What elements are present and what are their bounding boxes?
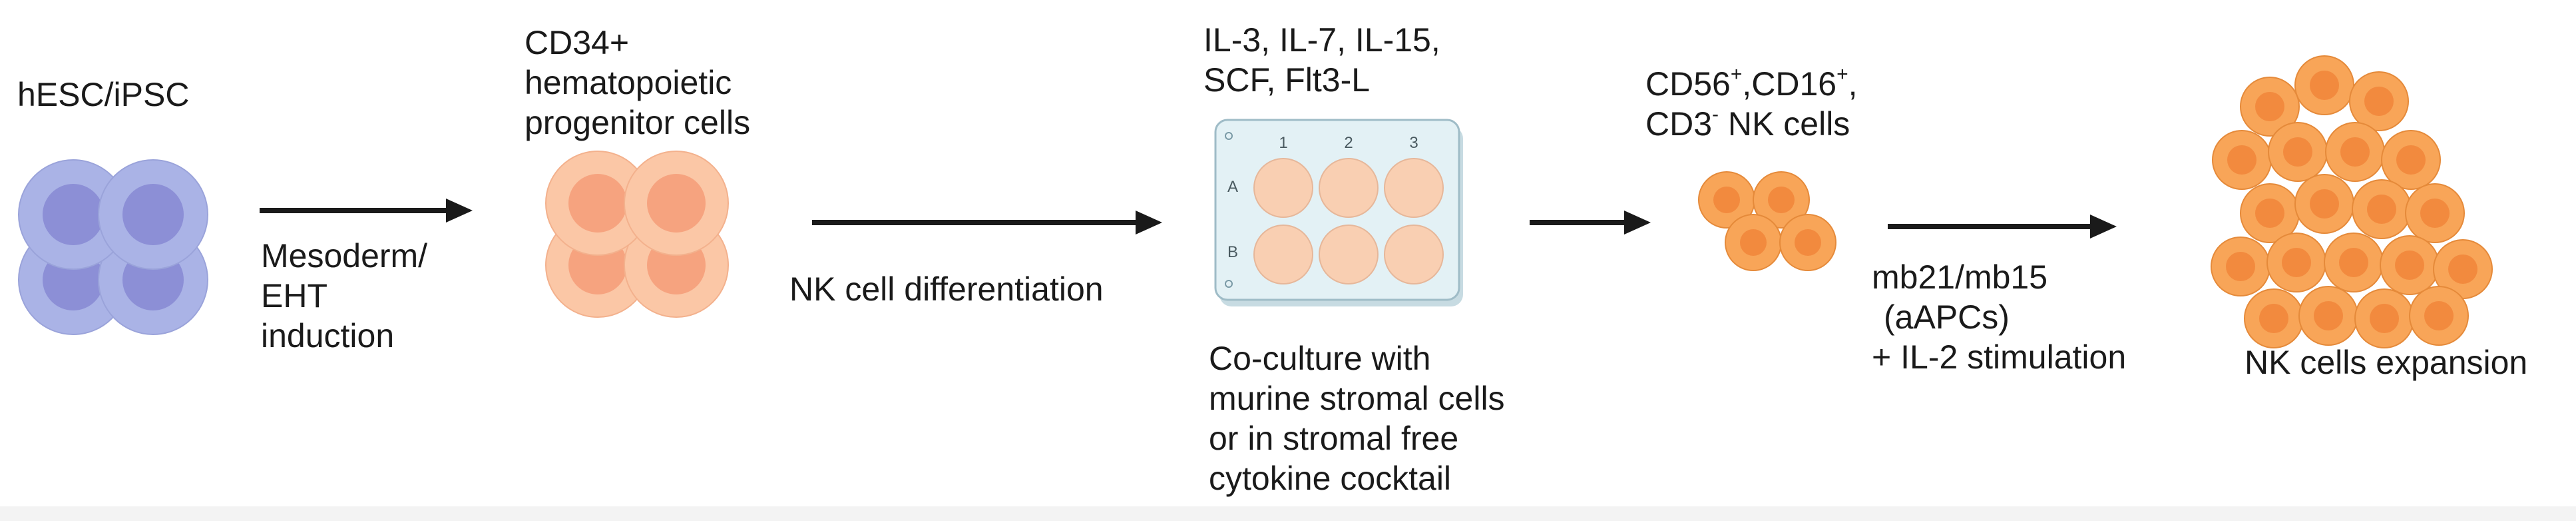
expansion-label: NK cells expansion (2245, 344, 2528, 381)
nk-cell-nucleus (2283, 137, 2312, 167)
plate-corner-hole (1225, 132, 1233, 140)
coculture-label-line: murine stromal cells (1209, 380, 1505, 417)
stem-cell-cluster (18, 159, 208, 335)
cd16-sup: + (1836, 63, 1848, 85)
stimulation-label-line: + IL-2 stimulation (1872, 338, 2127, 376)
nk-phenotype-line-1: CD56+,CD16+, (1645, 64, 1858, 104)
hpc-label-line: hematopoietic (525, 64, 732, 101)
nk-cell-nucleus (1740, 229, 1767, 256)
nk-cell-nucleus (2367, 195, 2396, 224)
cytokines-label-line: SCF, Flt3-L (1203, 61, 1371, 99)
plate-well (1319, 225, 1379, 284)
nk-cell-nucleus (2310, 189, 2339, 219)
nk-cell-nucleus (2396, 145, 2426, 175)
nk-cell-nucleus (1795, 229, 1821, 256)
nk-cell-nucleus (2314, 301, 2343, 330)
nk-cell-nucleus (1713, 187, 1740, 213)
plate-col-label: 1 (1279, 134, 1287, 152)
nk-cell-nucleus (2259, 304, 2288, 333)
cd3-sup: - (1712, 103, 1719, 125)
arrow-4 (1888, 215, 2117, 239)
mesoderm-label-line: EHT (261, 277, 327, 314)
nk-cell-nucleus (2255, 92, 2284, 121)
nk-cells-text: NK cells (1719, 105, 1850, 143)
nk-cell-nucleus (1768, 187, 1795, 213)
cd56-text: CD56 (1645, 65, 1731, 103)
comma-text: , (1848, 65, 1858, 103)
hpc-label-line: CD34+ (525, 24, 630, 61)
plate-well (1384, 225, 1444, 284)
plate-col-label: 2 (1344, 134, 1353, 152)
nk-cell-nucleus (2424, 301, 2454, 330)
plate-well (1253, 225, 1313, 284)
coculture-label-line: Co-culture with (1209, 340, 1431, 377)
nk-expansion-cluster (2211, 55, 2493, 348)
nk-cell-nucleus (2310, 71, 2339, 100)
cd56-sup: + (1730, 63, 1743, 85)
hpc-cluster (545, 151, 729, 318)
nk-cell-nucleus (2227, 145, 2256, 175)
stimulation-label-line: (aAPCs) (1884, 298, 2010, 336)
arrow-1 (260, 199, 473, 223)
hpc-cell-nucleus (568, 174, 627, 233)
nk-phenotype-line-2: CD3- NK cells (1645, 104, 1850, 144)
cytokines-label-line: IL-3, IL-7, IL-15, (1203, 21, 1440, 59)
nk-cell-nucleus (2364, 87, 2394, 116)
arrow-2 (812, 211, 1162, 235)
plate-row-label: B (1227, 243, 1238, 261)
arrow-3 (1530, 211, 1651, 235)
nk-cell-nucleus (2370, 304, 2399, 333)
stem-cell-nucleus (122, 184, 184, 245)
nk-cell-nucleus (2255, 199, 2284, 228)
footer-strip (0, 506, 2576, 521)
mesoderm-label-line: Mesoderm/ (261, 237, 428, 274)
coculture-label-line: or in stromal free (1209, 420, 1459, 457)
plate-col-label: 3 (1409, 134, 1418, 152)
hpc-cell-nucleus (647, 174, 706, 233)
culture-plate: 1 2 3 A B (1214, 119, 1463, 306)
nk-cell-nucleus (2340, 137, 2370, 167)
nk-cell-nucleus (2282, 248, 2311, 277)
stem-cell-nucleus (43, 184, 104, 245)
cd16-text: ,CD16 (1742, 65, 1837, 103)
nk-cell-nucleus (2395, 251, 2424, 280)
plate-well (1253, 158, 1313, 218)
hpc-label-line: progenitor cells (525, 104, 751, 141)
coculture-label-line: cytokine cocktail (1209, 460, 1452, 497)
plate-well (1319, 158, 1379, 218)
stimulation-label-line: mb21/mb15 (1872, 259, 2048, 296)
nk-cell-nucleus (2420, 199, 2450, 228)
plate-well (1384, 158, 1444, 218)
nk-cell-nucleus (2339, 248, 2368, 277)
nk-cell-nucleus (2448, 255, 2477, 284)
plate-corner-hole (1225, 280, 1233, 288)
nk-differentiation-label: NK cell differentiation (789, 270, 1104, 308)
plate-row-label: A (1227, 178, 1238, 196)
nk-cell-nucleus (2226, 252, 2255, 281)
mesoderm-label-line: induction (261, 317, 395, 354)
nk-cell-cluster (1698, 171, 1836, 271)
cd3-text: CD3 (1645, 105, 1713, 143)
stem-cells-label: hESC/iPSC (17, 76, 190, 113)
